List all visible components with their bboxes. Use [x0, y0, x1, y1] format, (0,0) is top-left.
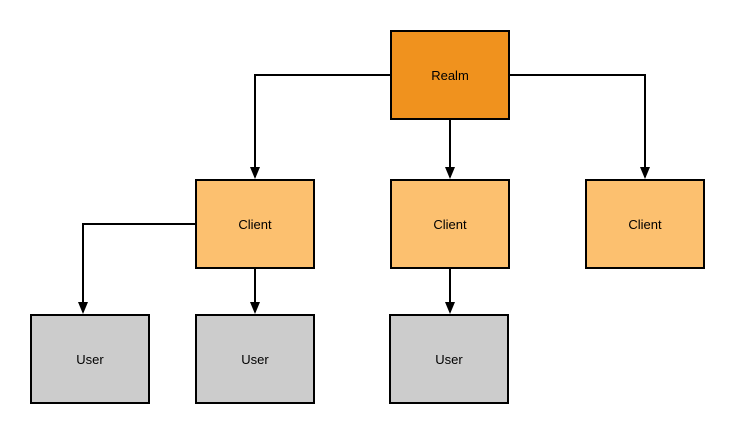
node-user-3: User — [389, 314, 509, 404]
node-user-2: User — [195, 314, 315, 404]
node-client-3-label: Client — [628, 216, 662, 232]
node-client-1-label: Client — [238, 216, 272, 232]
node-user-1: User — [30, 314, 150, 404]
node-user-1-label: User — [76, 351, 104, 367]
edge-client1-user1 — [78, 223, 195, 314]
node-realm-label: Realm — [431, 67, 469, 83]
node-client-1: Client — [195, 179, 315, 269]
edge-realm-client3 — [510, 74, 650, 179]
node-user-3-label: User — [435, 351, 463, 367]
edge-realm-client1 — [250, 74, 390, 179]
node-user-2-label: User — [241, 351, 269, 367]
node-client-3: Client — [585, 179, 705, 269]
node-client-2: Client — [390, 179, 510, 269]
node-realm: Realm — [390, 30, 510, 120]
node-client-2-label: Client — [433, 216, 467, 232]
